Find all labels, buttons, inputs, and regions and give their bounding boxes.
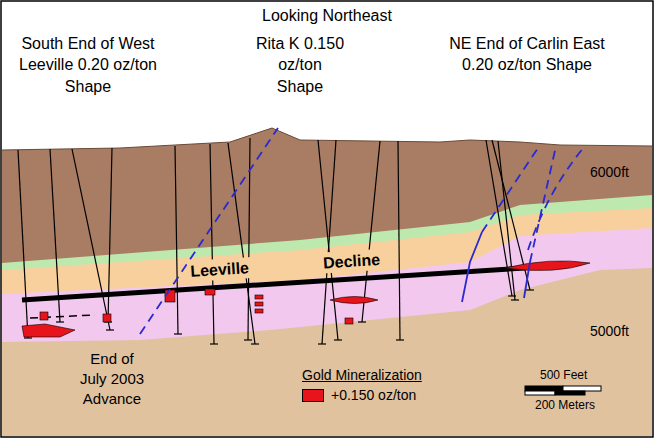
- pink-host-layer: [2, 228, 652, 436]
- ore-block: [40, 312, 48, 320]
- hole-end-tick: [251, 343, 259, 344]
- area-heading: Rita K 0.150 oz/ton Shape: [254, 33, 346, 97]
- fault-solid: [524, 262, 530, 298]
- ore-lens: [22, 324, 75, 337]
- ore-lens: [330, 297, 378, 304]
- drill-hole: [248, 138, 250, 340]
- hole-end-tick: [526, 289, 534, 290]
- scale-label: 500 Feet: [540, 368, 587, 384]
- fault-dashed: [140, 128, 278, 334]
- legend-text: +0.150 oz/ton: [331, 386, 416, 405]
- hole-end-tick: [244, 339, 252, 340]
- legend-heading: Gold Mineralization: [302, 366, 422, 385]
- fault-dashed: [482, 145, 540, 232]
- fault-dashed: [528, 146, 585, 250]
- hole-end-tick: [106, 329, 114, 330]
- ore-block: [103, 314, 111, 322]
- ore-lens: [505, 261, 590, 271]
- scale-segment: [525, 386, 563, 391]
- fault-dashed: [530, 146, 556, 262]
- drill-hole: [72, 149, 110, 330]
- orange-layer: [2, 208, 652, 436]
- drill-hole: [175, 146, 178, 334]
- basement-layer: [2, 268, 652, 436]
- faults: [140, 128, 585, 334]
- drill-holes: [18, 138, 534, 344]
- drill-hole: [398, 141, 400, 340]
- hole-end-tick: [24, 337, 32, 338]
- area-heading: South End of West Leeville 0.20 oz/ton S…: [18, 33, 158, 97]
- hole-end-tick: [174, 333, 182, 334]
- hole-end-tick: [318, 343, 326, 344]
- ore-block: [255, 302, 263, 306]
- hole-end-tick: [511, 299, 519, 300]
- scale-bar: [525, 386, 601, 395]
- drill-hole: [210, 144, 214, 344]
- view-direction-title: Looking Northeast: [177, 5, 477, 26]
- fault-solid: [462, 232, 482, 302]
- elevation-label: 6000ft: [590, 163, 629, 182]
- legend-row: +0.150 oz/ton: [302, 386, 416, 405]
- drill-hole: [318, 140, 338, 340]
- hole-end-tick: [396, 339, 404, 340]
- scale-label: 200 Meters: [535, 398, 595, 414]
- drill-hole: [362, 141, 380, 322]
- cover-layer: [2, 128, 652, 436]
- hole-end-tick: [358, 321, 366, 322]
- advance-note: End of July 2003 Advance: [76, 349, 148, 409]
- ore-block: [345, 318, 353, 324]
- ground-surface: [2, 128, 652, 150]
- elevation-label: 5000ft: [590, 322, 629, 341]
- scale-segment: [525, 391, 555, 395]
- drill-hole: [322, 140, 336, 344]
- hole-end-tick: [210, 343, 218, 344]
- ore-block: [205, 289, 215, 295]
- drill-hole: [498, 141, 515, 300]
- hole-end-tick: [334, 339, 342, 340]
- legend-swatch: [302, 389, 324, 402]
- scale-segment: [563, 386, 601, 391]
- ore-block: [255, 295, 263, 299]
- drill-hole: [18, 150, 28, 338]
- hole-end-tick: [56, 321, 64, 322]
- area-heading: NE End of Carlin East 0.20 oz/ton Shape: [441, 33, 613, 76]
- scale-segment: [555, 391, 585, 395]
- drill-hole: [228, 143, 255, 344]
- ore-block: [255, 309, 263, 313]
